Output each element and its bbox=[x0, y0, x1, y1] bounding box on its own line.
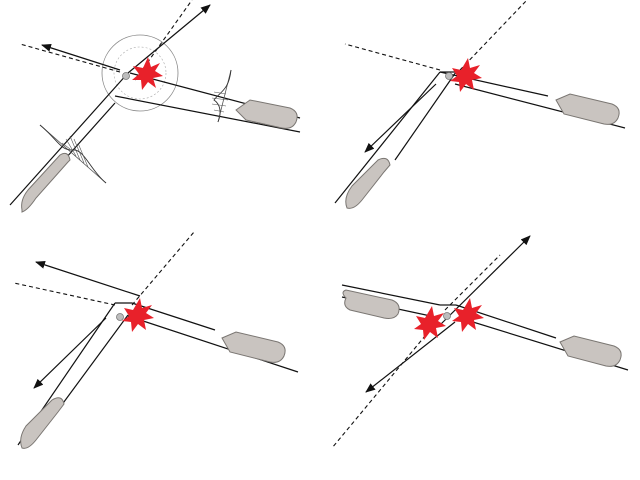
panel-head-on-crossing-with-uncertainty bbox=[9, 0, 301, 213]
ship-b-track bbox=[114, 95, 301, 133]
ship-a-extension-dashed bbox=[444, 254, 501, 311]
ship-a-heading-arrow bbox=[127, 4, 211, 74]
ship-a-uncertainty-distribution bbox=[39, 124, 107, 184]
ship-a-return-track bbox=[394, 71, 457, 161]
panel-crossing-turn-to-port bbox=[13, 231, 299, 449]
ship-b-extension-dashed bbox=[13, 282, 116, 306]
ship-b-track-upper bbox=[341, 284, 441, 306]
ship-b-hull bbox=[221, 331, 286, 363]
ship-b-hull bbox=[555, 93, 620, 125]
collision-point bbox=[122, 72, 130, 80]
ship-a-heading-arrow bbox=[364, 83, 437, 153]
collision-point bbox=[445, 72, 453, 80]
uncertainty-circle-inner bbox=[113, 46, 167, 100]
ship-a-hull bbox=[20, 397, 65, 449]
ship-b-track bbox=[127, 315, 299, 373]
panel-double-collision-crossing bbox=[331, 235, 629, 449]
ship-b-extension-dashed bbox=[19, 43, 121, 73]
collision-star bbox=[132, 57, 163, 90]
ship-a-heading-arrow bbox=[33, 317, 107, 389]
ship-a-return-arrow bbox=[365, 321, 456, 393]
panel-crossing-turn-to-starboard bbox=[334, 0, 626, 209]
ship-a-heading-arrow bbox=[439, 235, 531, 326]
collision-star bbox=[122, 298, 154, 332]
collision-star-right bbox=[452, 298, 484, 332]
uncertainty-circle bbox=[101, 34, 179, 112]
collision-star bbox=[450, 58, 482, 92]
ship-c-hull bbox=[342, 289, 400, 319]
ship-b-heading-arrow bbox=[35, 260, 141, 297]
ship-b-extension-dashed bbox=[344, 43, 441, 71]
ship-a-track bbox=[334, 71, 441, 204]
ship-a-hull bbox=[345, 157, 391, 209]
collision-point bbox=[443, 312, 451, 320]
ship-b-uncertainty-distribution bbox=[211, 69, 232, 123]
ship-a-hull bbox=[21, 152, 71, 213]
collision-star-left bbox=[414, 306, 446, 340]
ship-b-hull bbox=[235, 99, 298, 129]
ship-a-lower-dashed bbox=[331, 329, 431, 449]
ship-a-track bbox=[9, 72, 129, 206]
collision-point bbox=[116, 313, 124, 321]
ship-a-extension-dashed bbox=[459, 0, 528, 71]
ship-b-hull bbox=[559, 335, 622, 367]
ship-a-extension-dashed bbox=[131, 231, 195, 306]
ship-b-heading-arrow bbox=[41, 43, 121, 71]
ship-a-return-track bbox=[57, 314, 129, 411]
